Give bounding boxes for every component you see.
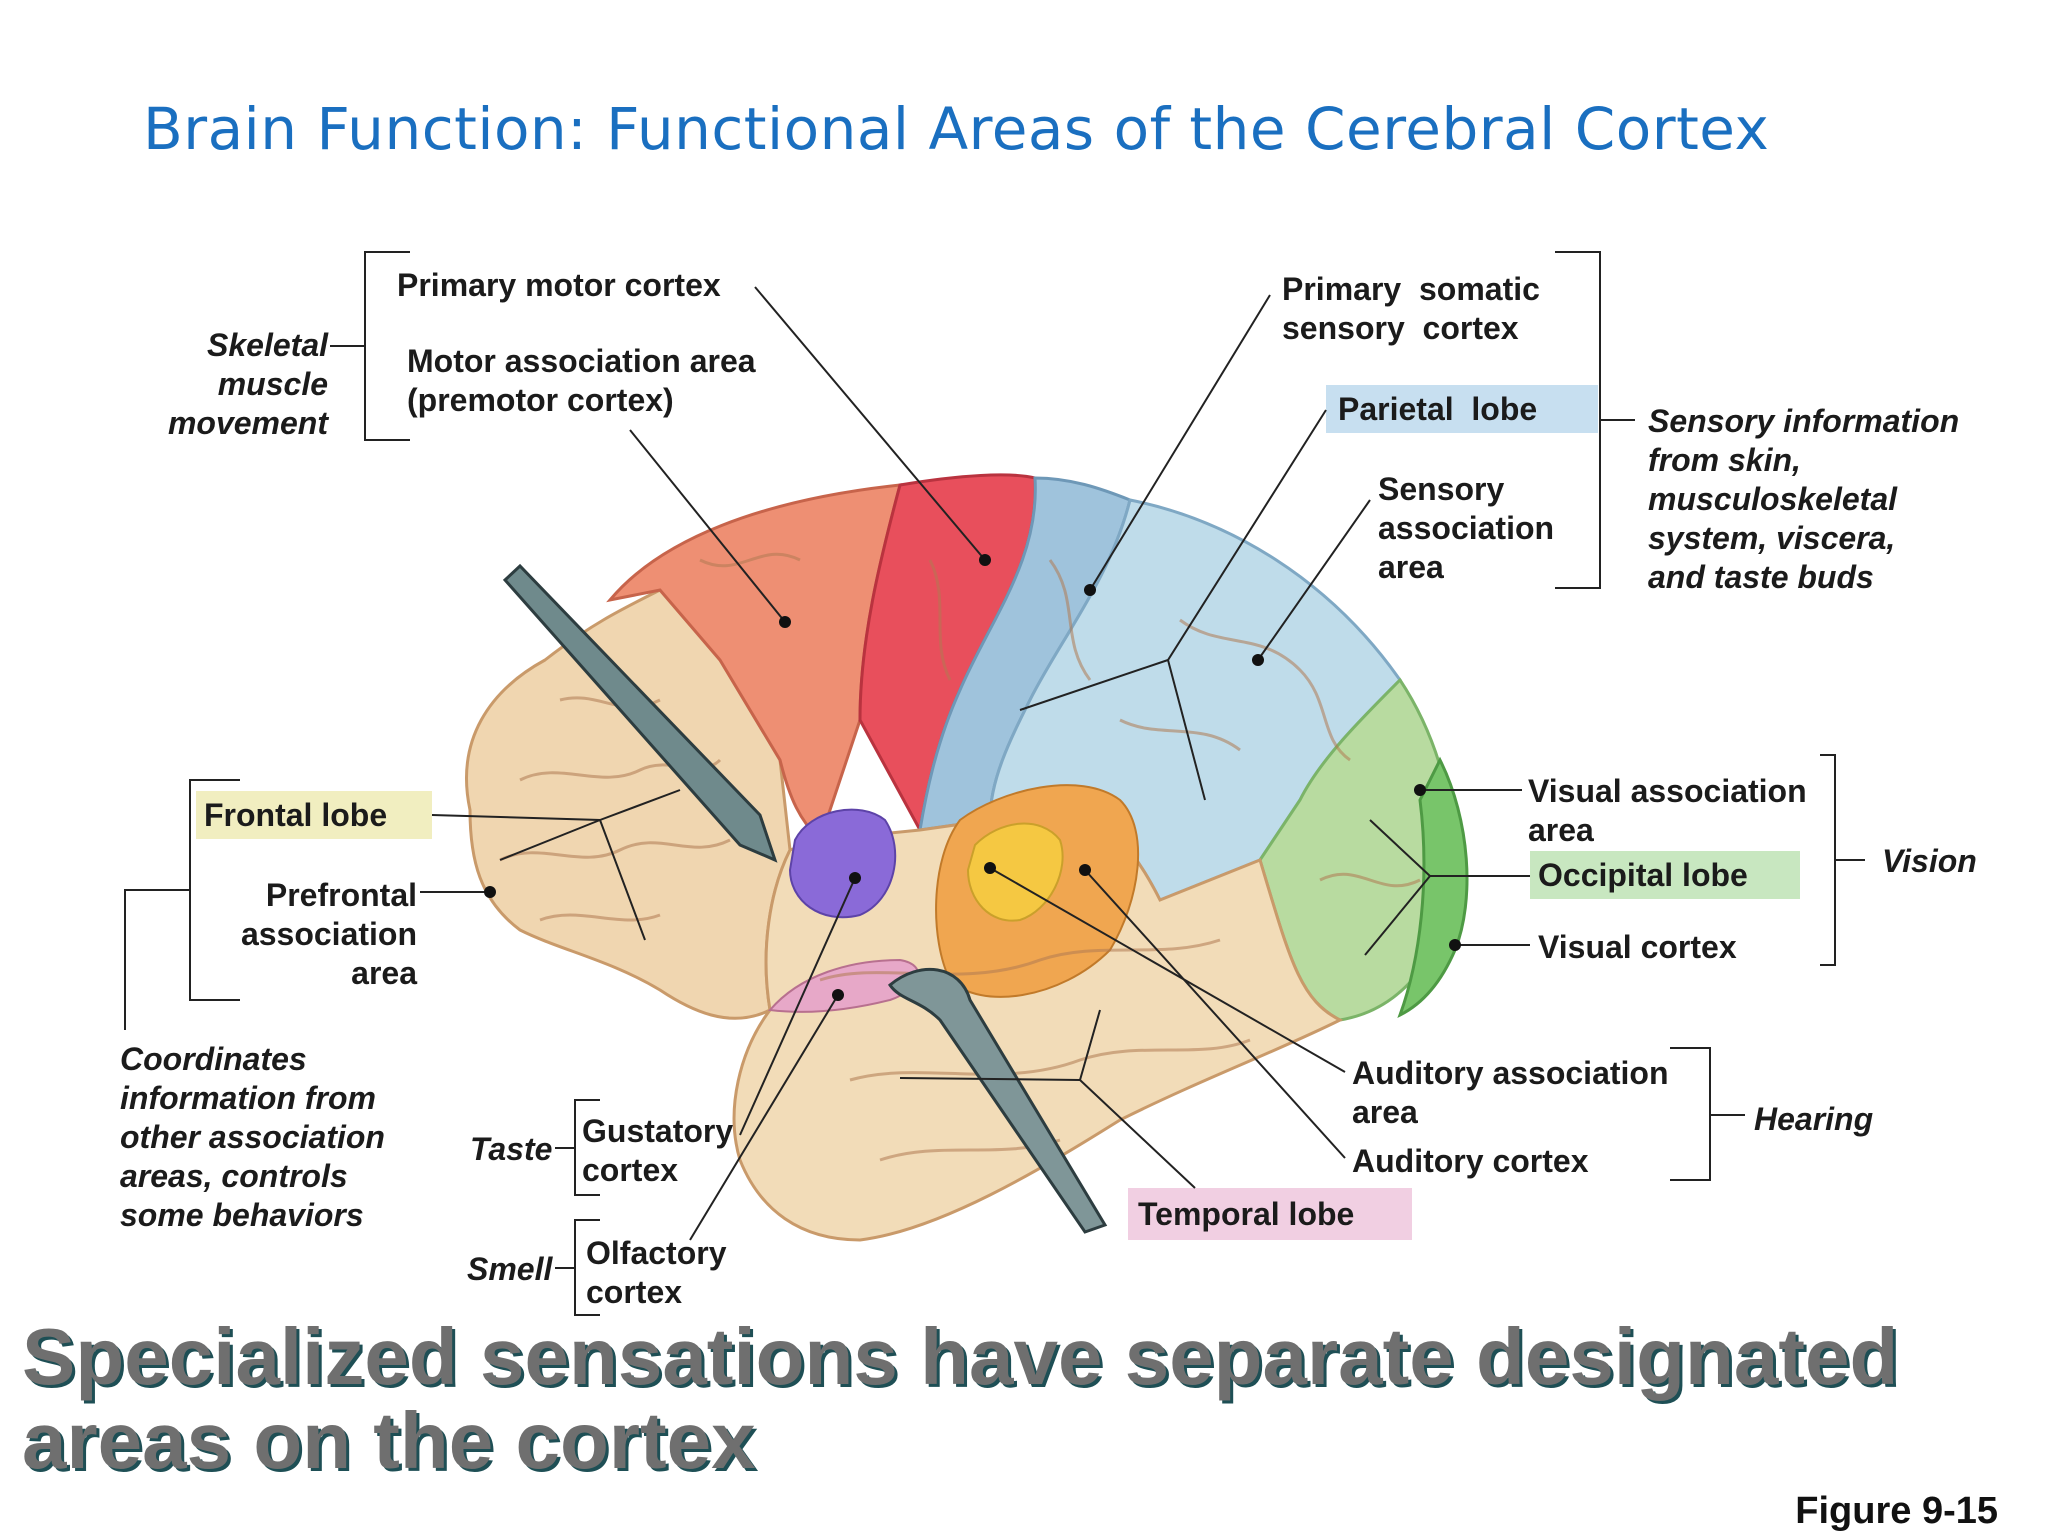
- parietal-lobe-label: Parietal lobe: [1338, 391, 1538, 427]
- auditory-cortex-label: Auditory cortex: [1352, 1143, 1589, 1179]
- upper-probe: [502, 563, 778, 863]
- visual-cortex-label: Visual cortex: [1538, 929, 1737, 965]
- occipital-lobe-label: Occipital lobe: [1538, 857, 1748, 893]
- vision-label: Vision: [1882, 843, 1977, 879]
- temporal-lobe-label: Temporal lobe: [1138, 1196, 1355, 1232]
- occipital-lobe-highlight: [1530, 851, 1800, 899]
- lower-probe: [888, 968, 1108, 1234]
- brain-regions: [465, 473, 1469, 1242]
- prefrontal-association-area-label: Prefrontal association area: [240, 877, 417, 991]
- olfactory-cortex-label: Olfactory cortex: [586, 1235, 727, 1310]
- temporal-lobe-highlight: [1128, 1188, 1412, 1240]
- hearing-label: Hearing: [1754, 1101, 1874, 1137]
- visual-cortex-region: [1397, 756, 1469, 1019]
- frontal-lobe-label: Frontal lobe: [204, 797, 388, 833]
- sensory-information-label: Sensory information from skin, musculosk…: [1648, 403, 1960, 595]
- primary-somatic-sensory-cortex-label: Primary somatic sensory cortex: [1282, 271, 1540, 346]
- skeletal-muscle-movement-label: Skeletal muscle movement: [167, 327, 328, 441]
- auditory-association-area-label: Auditory association area: [1352, 1055, 1669, 1130]
- smell-label: Smell: [467, 1251, 553, 1287]
- parietal-lobe-highlight: [1326, 385, 1598, 433]
- gustatory-cortex-label: Gustatory cortex: [582, 1113, 734, 1188]
- label-highlights: [196, 385, 1800, 1240]
- sensory-association-area-label: Sensory association area: [1378, 471, 1555, 585]
- primary-motor-cortex-label: Primary motor cortex: [397, 267, 721, 303]
- taste-label: Taste: [470, 1131, 553, 1167]
- leader-dots: [484, 554, 1461, 1001]
- figure-number: Figure 9-15: [1795, 1490, 1998, 1532]
- gustatory-cortex-region: [788, 808, 897, 919]
- probe-instruments: [502, 563, 1108, 1234]
- frontal-lobe-highlight: [196, 791, 432, 839]
- visual-association-area-label: Visual association area: [1528, 773, 1807, 848]
- gyri-texture: [499, 552, 1421, 1162]
- page-title: Brain Function: Functional Areas of the …: [143, 95, 1770, 163]
- leader-lines: [124, 251, 1865, 1316]
- motor-association-area-label: Motor association area (premotor cortex): [407, 343, 756, 418]
- coordinates-information-label: Coordinates information from other assoc…: [120, 1041, 385, 1233]
- caption-text: Specialized sensations have separate des…: [22, 1312, 1899, 1485]
